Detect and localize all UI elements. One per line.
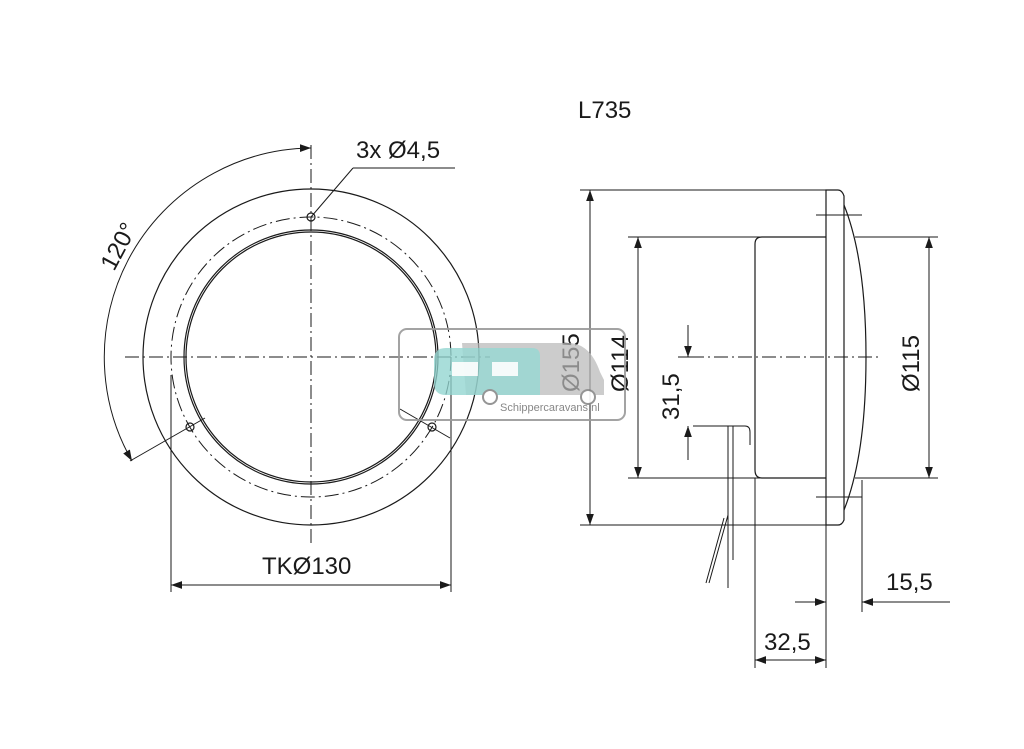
body-diameter-label: Ø114 — [607, 335, 634, 392]
hole-left-radial — [129, 417, 206, 462]
flange-outline — [825, 189, 845, 526]
cable-offset-label: 31,5 — [658, 373, 685, 420]
caravan-logo-icon — [434, 343, 604, 405]
angle-120-arc — [103, 144, 312, 462]
lens-dome — [843, 204, 867, 511]
lens-diameter-label: Ø115 — [898, 335, 925, 392]
watermark: Schippercaravans.nl — [398, 328, 626, 421]
watermark-text: Schippercaravans.nl — [500, 402, 600, 414]
hole-right-radial — [399, 408, 451, 439]
model-title: L735 — [578, 97, 631, 124]
cable-wires — [705, 514, 729, 584]
bolt-circle-label: TKØ130 — [262, 553, 351, 580]
front-view: 3x Ø4,5 120° TKØ130 — [95, 137, 490, 592]
mounting-hole-right — [427, 422, 437, 432]
cable-upper — [693, 425, 751, 445]
hole-callout-leader — [310, 167, 354, 218]
side-view: Ø155 Ø114 31,5 Ø115 15,5 32,5 — [558, 189, 950, 668]
hole-callout-label: 3x Ø4,5 — [356, 137, 440, 164]
body-depth-label: 32,5 — [764, 629, 811, 656]
lens-depth-label: 15,5 — [886, 569, 933, 596]
cable-bracket — [727, 426, 734, 588]
watermark-frame — [398, 328, 626, 421]
